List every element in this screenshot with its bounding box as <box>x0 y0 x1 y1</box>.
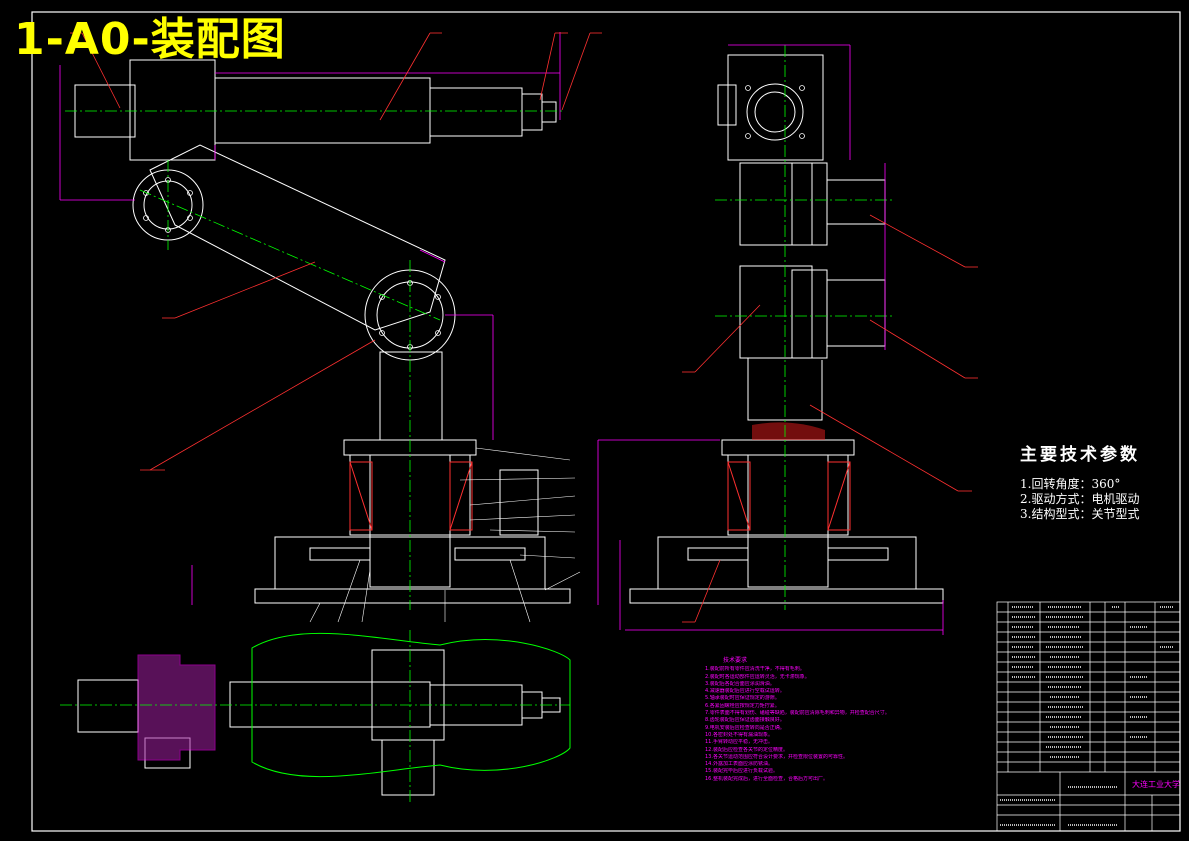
title-block <box>996 601 1181 832</box>
front-leader-lines <box>309 447 581 623</box>
side-gear-left <box>687 547 749 561</box>
motor-shaft-end <box>541 101 557 123</box>
tech-req-item: 15.装配完毕后应进行负载试验。 <box>705 768 778 775</box>
tech-req-item: 6.各紧固螺栓应按规定力矩拧紧。 <box>705 702 780 709</box>
centerlines <box>60 45 895 805</box>
upper-arm-tube <box>214 77 431 144</box>
side-bolts <box>745 85 805 139</box>
side-head-box <box>727 54 824 161</box>
leader-lines <box>70 32 978 623</box>
tech-requirements-heading: 技术要求 <box>723 657 748 664</box>
tech-params-block: 主要技术参数 1.回转角度：360° 2.驱动方式：电机驱动 3.结构型式：关节… <box>1020 440 1140 522</box>
side-base-plate <box>629 588 944 604</box>
side-bearings <box>727 461 851 531</box>
tech-req-item: 7.零件表面不得有划伤、磕碰等缺陷，装配前应清除毛刺和异物，并检查配合尺寸。 <box>705 710 890 717</box>
front-bearings <box>349 461 473 531</box>
tech-param-item: 2.驱动方式：电机驱动 <box>1020 492 1140 506</box>
side-gear-right <box>827 547 889 561</box>
side-shoulder-motor <box>826 279 886 347</box>
side-head-bore-inner <box>754 91 796 133</box>
drawing-frame <box>31 11 1181 832</box>
upper-arm-motor <box>429 87 523 137</box>
front-view <box>74 59 571 604</box>
tech-params-heading: 主要技术参数 <box>1020 445 1140 465</box>
motor-flange <box>521 93 543 131</box>
tech-req-item: 3.装配后各配合面应涂润滑油。 <box>705 680 775 687</box>
top-elbow-hatch <box>137 654 216 761</box>
side-base-box <box>657 536 917 590</box>
tech-req-item: 4.减速器装配后应进行空载试运转。 <box>705 688 785 695</box>
gear-right <box>454 547 526 561</box>
tech-req-item: 11.手臂转动应平稳，无冲击。 <box>705 739 773 746</box>
column <box>379 351 443 441</box>
side-top-flange <box>721 439 855 456</box>
side-elbow-box <box>739 162 813 246</box>
tech-requirements-block: 技术要求 1.装配前所有零件应清洗干净，不得有毛刺。 2.装配时各运动部件应运转… <box>705 657 955 783</box>
elbow-block <box>129 59 216 161</box>
tech-req-item: 1.装配前所有零件应清洗干净，不得有毛刺。 <box>705 666 805 673</box>
side-main-shaft <box>747 454 829 588</box>
side-elbow-flange <box>791 162 828 246</box>
tech-req-item: 2.装配时各运动部件应运转灵活，无卡滞现象。 <box>705 673 810 680</box>
drive-motor <box>499 469 539 536</box>
side-head-bore <box>746 83 804 141</box>
drawing-title: 1-A0-装配图 <box>14 14 286 65</box>
front-bolts <box>143 177 441 350</box>
tech-req-item: 5.轴承装配时应保证规定的游隙。 <box>705 695 780 702</box>
top-end-cap <box>77 679 139 733</box>
gear-left <box>309 547 371 561</box>
top-column-lower <box>381 739 435 796</box>
side-section-hatch <box>752 422 825 440</box>
title-block-school: 大连工业大学 <box>1132 780 1180 789</box>
tech-req-item: 8.齿轮装配后应保证齿面接触良好。 <box>705 717 785 724</box>
tech-req-item: 12.装配后应检查各关节的定位精度。 <box>705 746 788 753</box>
side-elbow-motor <box>826 179 886 225</box>
side-head-cap <box>717 84 737 126</box>
side-shoulder-flange <box>791 269 828 359</box>
forearm-link <box>149 144 446 331</box>
title-block-scribbles <box>1000 606 1174 826</box>
tech-req-item: 16.整机装配完成后，进行全面检查，合格后方可出厂。 <box>705 775 828 782</box>
side-shoulder-box <box>739 265 813 359</box>
top-arm-tube <box>229 681 431 728</box>
tech-req-item: 9.电机安装后应检查转向是否正确。 <box>705 724 785 731</box>
tech-req-item: 10.各密封处不得有漏油现象。 <box>705 731 773 738</box>
tech-req-item: 14.外露加工表面应涂防锈油。 <box>705 761 773 768</box>
tech-param-item: 1.回转角度：360° <box>1020 477 1121 491</box>
tech-req-item: 13.各关节运动范围应符合设计要求，并检查限位装置的可靠性。 <box>705 753 848 760</box>
base-plate <box>254 588 571 604</box>
dimensions <box>59 32 944 635</box>
side-view <box>629 54 944 604</box>
top-rotation-envelope <box>251 632 571 778</box>
tech-param-item: 3.结构型式：关节型式 <box>1020 507 1140 521</box>
